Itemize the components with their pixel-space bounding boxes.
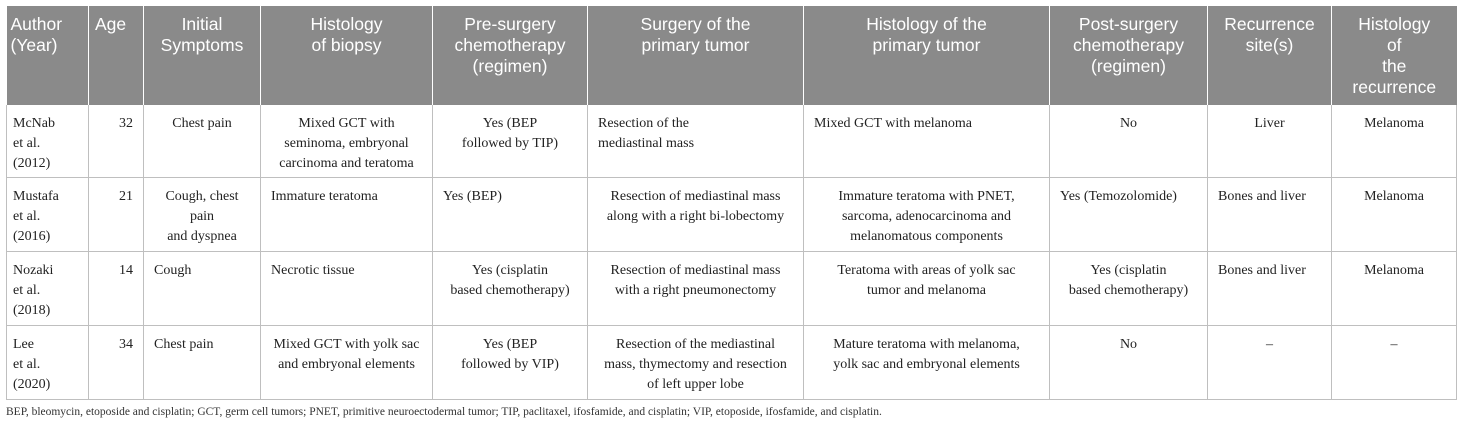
cell-surgery: Resection of mediastinal mass along with… [587,177,804,252]
cell-histology-primary: Immature teratoma with PNET, sarcoma, ad… [803,177,1050,252]
cell-pre-surgery-chemo: Yes (BEP) [432,177,588,252]
cell-histology-primary: Teratoma with areas of yolk sac tumor an… [803,251,1050,326]
header-age: Age [88,6,144,105]
header-row: Author (Year) Age Initial Symptoms Histo… [6,6,1457,105]
cell-pre-surgery-chemo: Yes (cisplatin based chemotherapy) [432,251,588,326]
cell-post-surgery-chemo: No [1049,325,1208,400]
table-row: Nozaki et al. (2018) 14 Cough Necrotic t… [6,251,1457,326]
cell-age: 34 [88,325,144,400]
cell-recurrence-sites: Bones and liver [1207,177,1332,252]
cell-recurrence-sites: – [1207,325,1332,400]
cell-initial-symptoms: Cough, chest pain and dyspnea [143,177,261,252]
cell-author: Nozaki et al. (2018) [6,251,89,326]
cell-histology-primary: Mature teratoma with melanoma, yolk sac … [803,325,1050,400]
cell-histology-recurrence: – [1331,325,1457,400]
cell-initial-symptoms: Chest pain [143,325,261,400]
cell-recurrence-sites: Liver [1207,105,1332,178]
table-row: Lee et al. (2020) 34 Chest pain Mixed GC… [6,325,1457,400]
cell-recurrence-sites: Bones and liver [1207,251,1332,326]
cell-author: Lee et al. (2020) [6,325,89,400]
cell-histology-biopsy: Immature teratoma [260,177,433,252]
header-surgery: Surgery of the primary tumor [587,6,804,105]
cell-histology-recurrence: Melanoma [1331,251,1457,326]
cell-histology-biopsy: Necrotic tissue [260,251,433,326]
cell-histology-recurrence: Melanoma [1331,105,1457,178]
cell-age: 32 [88,105,144,178]
cell-pre-surgery-chemo: Yes (BEP followed by TIP) [432,105,588,178]
cell-initial-symptoms: Cough [143,251,261,326]
cell-histology-biopsy: Mixed GCT with yolk sac and embryonal el… [260,325,433,400]
cell-surgery: Resection of the mediastinal mass, thyme… [587,325,804,400]
table-row: Mustafa et al. (2016) 21 Cough, chest pa… [6,177,1457,252]
cell-age: 14 [88,251,144,326]
header-histology-primary: Histology of the primary tumor [803,6,1050,105]
cell-age: 21 [88,177,144,252]
table-footnote: BEP, bleomycin, etoposide and cisplatin;… [6,406,882,418]
cell-author: Mustafa et al. (2016) [6,177,89,252]
header-recurrence-sites: Recurrence site(s) [1207,6,1332,105]
header-histology-biopsy: Histology of biopsy [260,6,433,105]
case-table: Author (Year) Age Initial Symptoms Histo… [6,6,1457,400]
table-row: McNab et al. (2012) 32 Chest pain Mixed … [6,105,1457,178]
header-histology-recurrence: Histology of the recurrence [1331,6,1457,105]
header-post-surgery-chemo: Post-surgery chemotherapy (regimen) [1049,6,1208,105]
cell-post-surgery-chemo: No [1049,105,1208,178]
cell-pre-surgery-chemo: Yes (BEP followed by VIP) [432,325,588,400]
cell-histology-recurrence: Melanoma [1331,177,1457,252]
cell-post-surgery-chemo: Yes (Temozolomide) [1049,177,1208,252]
header-pre-surgery-chemo: Pre-surgery chemotherapy (regimen) [432,6,588,105]
header-author: Author (Year) [10,14,63,55]
header-initial-symptoms: Initial Symptoms [143,6,261,105]
cell-surgery: Resection of the mediastinal mass [587,105,804,178]
table-header: Author (Year) Age Initial Symptoms Histo… [6,6,1457,105]
cell-histology-primary: Mixed GCT with melanoma [803,105,1050,178]
cell-author: McNab et al. (2012) [6,105,89,178]
cell-histology-biopsy: Mixed GCT with seminoma, embryonal carci… [260,105,433,178]
cell-post-surgery-chemo: Yes (cisplatin based chemotherapy) [1049,251,1208,326]
cell-surgery: Resection of mediastinal mass with a rig… [587,251,804,326]
case-table-container: Author (Year) Age Initial Symptoms Histo… [6,6,1457,400]
table-body: McNab et al. (2012) 32 Chest pain Mixed … [6,105,1457,400]
cell-initial-symptoms: Chest pain [143,105,261,178]
